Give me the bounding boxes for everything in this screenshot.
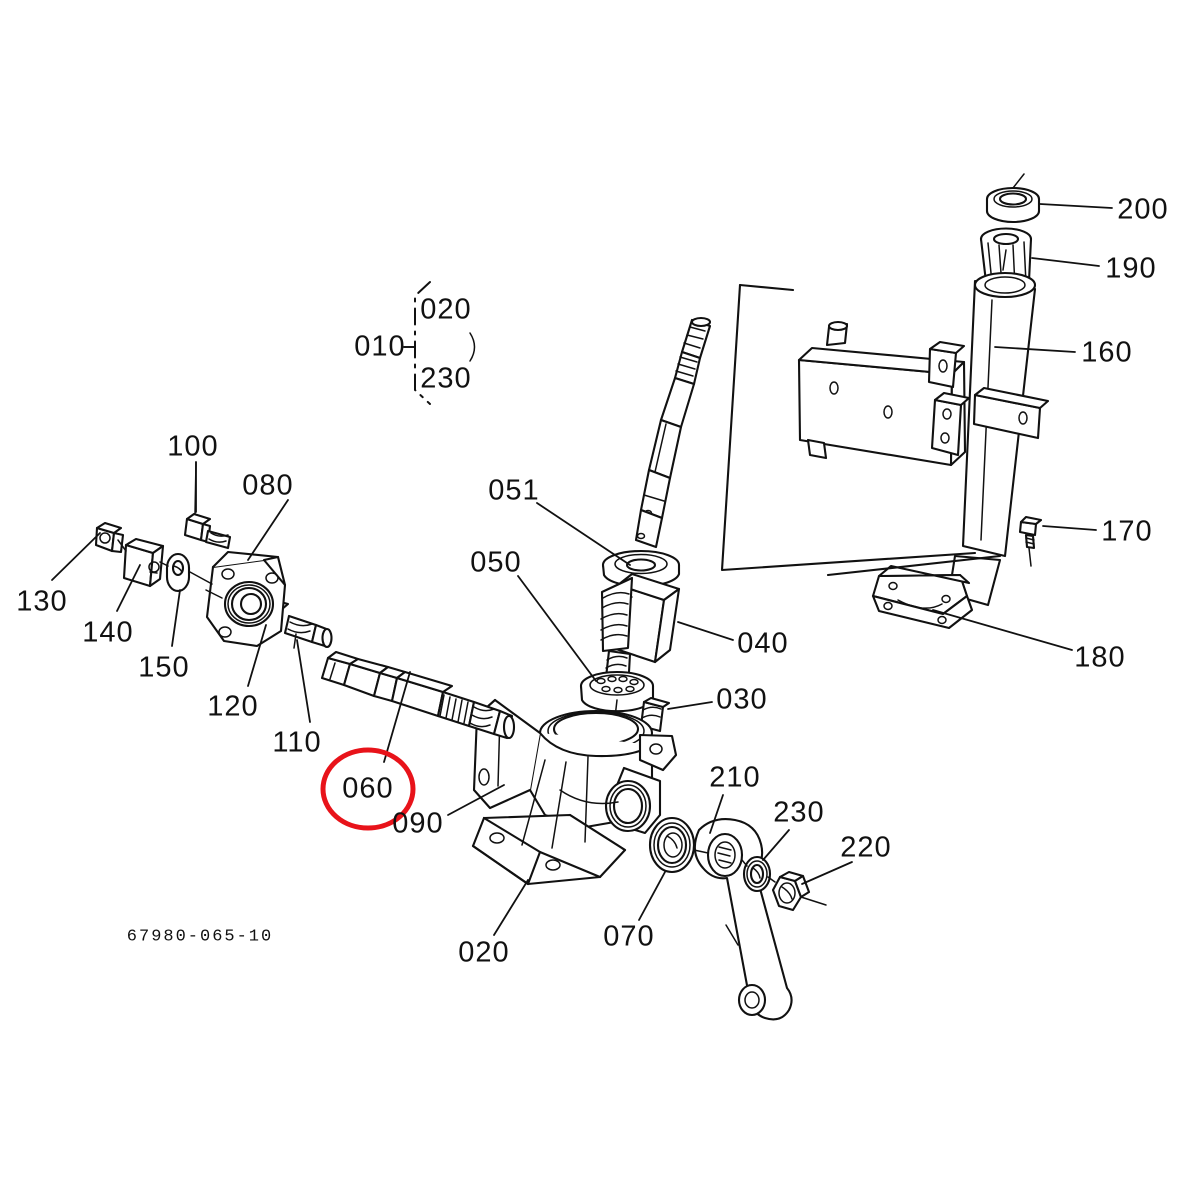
drawing-number: 67980-065-10 <box>126 927 274 947</box>
screw-170 <box>1018 515 1043 567</box>
callout-020[interactable]: 020 <box>458 936 510 969</box>
callout-160[interactable]: 160 <box>1081 336 1133 369</box>
nut-130 <box>94 521 125 554</box>
callout-010[interactable]: 010 <box>354 330 406 363</box>
column-washer-200 <box>985 173 1041 224</box>
spacer-140 <box>122 537 165 588</box>
frame-outline <box>720 283 1002 577</box>
gear-case-020 <box>471 698 678 886</box>
callout-150[interactable]: 150 <box>138 651 190 684</box>
lock-washer-230 <box>742 855 772 893</box>
callout-020-range-start[interactable]: 020 <box>420 293 472 326</box>
column-flange-gasket-180 <box>871 564 974 630</box>
leader-lines <box>51 203 1113 936</box>
assembly-axis <box>117 539 213 585</box>
callout-140[interactable]: 140 <box>82 616 134 649</box>
callout-130[interactable]: 130 <box>16 585 68 618</box>
adjusting-screw-110 <box>283 614 333 649</box>
callout-051[interactable]: 051 <box>488 474 540 507</box>
steering-column-160 <box>947 271 1037 607</box>
hex-nut-220 <box>771 870 827 912</box>
washer-150 <box>165 552 191 592</box>
oil-seal-070 <box>648 816 696 874</box>
callout-230-range-end[interactable]: 230 <box>420 362 472 395</box>
callout-200[interactable]: 200 <box>1117 193 1169 226</box>
bolt-100 <box>183 461 232 550</box>
callout-210[interactable]: 210 <box>709 761 761 794</box>
highlight-circle-060 <box>320 747 416 831</box>
callout-230[interactable]: 230 <box>773 796 825 829</box>
pitman-axis <box>693 849 776 883</box>
callout-070[interactable]: 070 <box>603 920 655 953</box>
callout-030[interactable]: 030 <box>716 683 768 716</box>
callout-170[interactable]: 170 <box>1101 515 1153 548</box>
pitman-arm-210 <box>693 818 793 1021</box>
callout-220[interactable]: 220 <box>840 831 892 864</box>
callout-040[interactable]: 040 <box>737 627 789 660</box>
thrust-bearing-050 <box>579 670 655 727</box>
callout-120[interactable]: 120 <box>207 690 259 723</box>
callout-180[interactable]: 180 <box>1074 641 1126 674</box>
callout-060[interactable]: 060 <box>342 772 394 805</box>
callout-110[interactable]: 110 <box>272 726 322 759</box>
steering-shaft-060 <box>320 650 516 740</box>
bearing-holder-080 <box>205 550 287 648</box>
callout-050[interactable]: 050 <box>470 546 522 579</box>
callout-100[interactable]: 100 <box>167 430 219 463</box>
callout-190[interactable]: 190 <box>1105 252 1157 285</box>
callout-080[interactable]: 080 <box>242 469 294 502</box>
callout-090[interactable]: 090 <box>392 807 444 840</box>
column-bracket <box>797 320 1050 467</box>
steering-shaft-upper <box>634 316 712 549</box>
